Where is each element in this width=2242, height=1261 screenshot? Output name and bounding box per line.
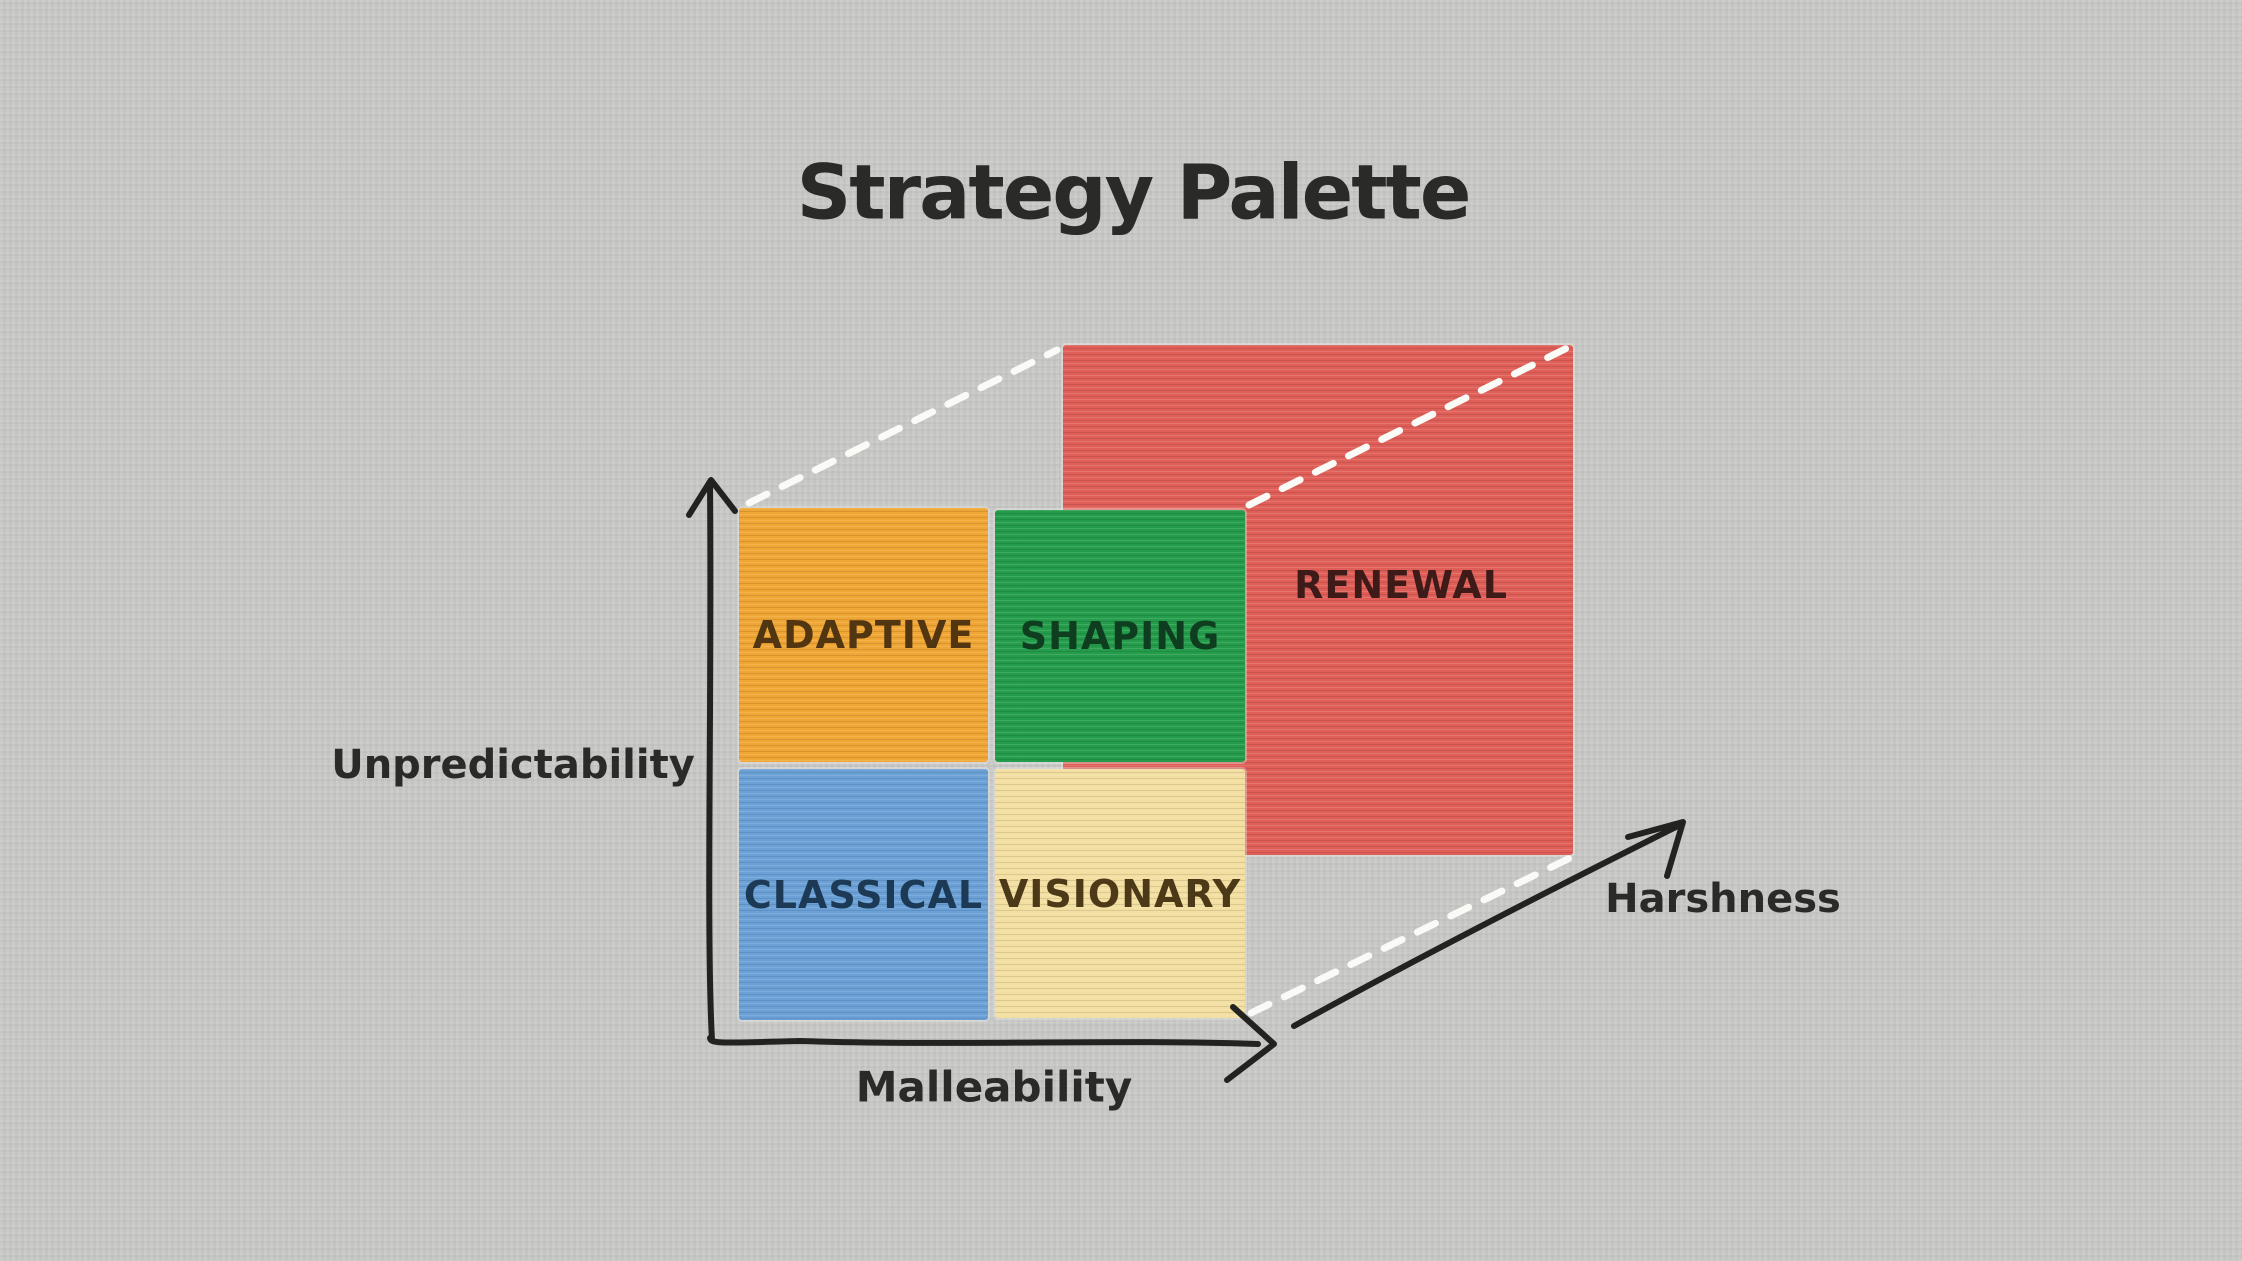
quadrant-classical: CLASSICAL [739,769,988,1020]
dashed-connector-top-left [745,346,1061,507]
z-axis-label: Harshness [1605,876,1841,922]
quadrant-shaping: SHAPING [995,510,1245,762]
harshness-arrow-line [1291,824,1679,1029]
quadrant-adaptive: ADAPTIVE [739,508,988,762]
quadrant-classical-label: CLASSICAL [743,872,984,917]
quadrant-visionary: VISIONARY [995,769,1245,1018]
dashed-connector-bottom-right [1247,854,1574,1017]
y-axis-arrowhead-icon [686,477,738,518]
page-title: Strategy Palette [796,147,1472,237]
quadrant-renewal-label: RENEWAL [1294,563,1508,607]
y-axis-line [706,481,715,1043]
quadrant-shaping-label: SHAPING [1019,614,1221,658]
x-axis-label: Malleability [855,1062,1133,1112]
y-axis-label: Unpredictability [331,742,695,788]
quadrant-adaptive-label: ADAPTIVE [752,613,975,657]
quadrant-visionary-label: VISIONARY [998,871,1242,916]
x-axis-line [707,1035,1261,1047]
harshness-arrowhead-icon [1625,819,1686,879]
